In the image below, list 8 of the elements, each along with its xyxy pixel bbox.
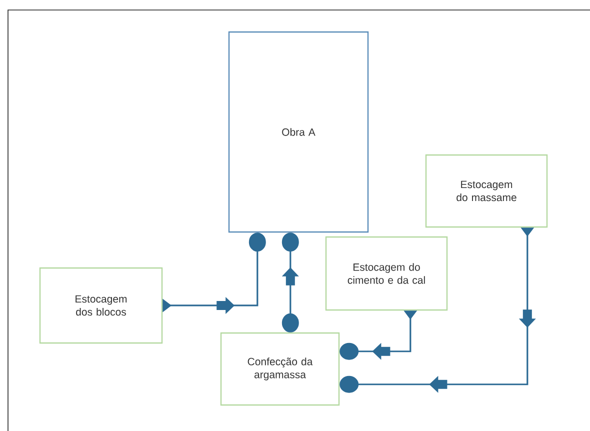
flow-arrow bbox=[340, 228, 536, 393]
building-box: Obra A bbox=[228, 31, 369, 233]
flow-arrow bbox=[162, 232, 266, 314]
flow-arrow bbox=[282, 232, 299, 332]
process-box: Estocagem do massame bbox=[425, 154, 548, 228]
process-box: Estocagem dos blocos bbox=[39, 267, 163, 344]
process-box: Estocagem do cimento e da cal bbox=[325, 236, 448, 311]
process-box: Confecção da argamassa bbox=[220, 332, 340, 406]
